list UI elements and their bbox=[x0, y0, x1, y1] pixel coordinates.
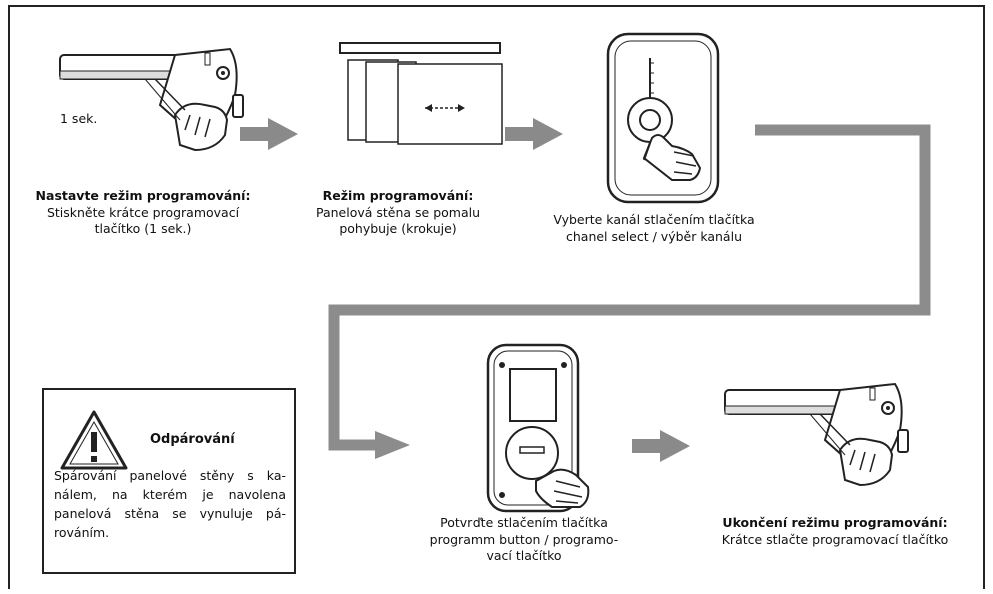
step2-text: Panelová stěna se pomalu pohybuje (kroku… bbox=[315, 204, 481, 237]
warning-text: Spárování panelové stěny s ka-nálem, na … bbox=[54, 468, 286, 540]
arrow-2 bbox=[505, 118, 563, 150]
step1-title: Nastavte režim programování: bbox=[35, 188, 251, 203]
connector-path bbox=[328, 124, 931, 451]
warning-title: Odpárování bbox=[150, 432, 235, 447]
step5-title: Ukončení režimu programování: bbox=[722, 515, 948, 530]
step5-device-illustration bbox=[724, 382, 909, 487]
diagram-frame bbox=[8, 5, 985, 589]
arrow-3 bbox=[632, 430, 690, 462]
step1-duration-label: 1 sek. bbox=[60, 111, 98, 126]
step5-caption: Ukončení režimu programování: Krátce stl… bbox=[700, 515, 970, 548]
step3-text: Vyberte kanál stlačením tlačítka chanel … bbox=[553, 212, 755, 244]
step2-panel-illustration bbox=[339, 42, 503, 145]
warning-triangle-icon bbox=[60, 410, 128, 470]
step2-caption: Režim programování: Panelová stěna se po… bbox=[298, 188, 498, 238]
step1-caption: Nastavte režim programování: Stiskněte k… bbox=[28, 188, 258, 238]
step5-text: Krátce stlačte programovací tlačítko bbox=[721, 531, 949, 547]
step4-caption: Potvrďte stlačením tlačítka programm but… bbox=[424, 515, 624, 565]
connector-arrowhead bbox=[375, 431, 410, 459]
step4-remote-illustration bbox=[486, 343, 590, 513]
step4-text: Potvrďte stlačením tlačítka programm but… bbox=[429, 515, 619, 563]
step1-device-illustration bbox=[59, 47, 244, 152]
step1-text: Stiskněte krátce programovací tlačítko (… bbox=[46, 204, 240, 237]
step3-caption: Vyberte kanál stlačením tlačítka chanel … bbox=[544, 212, 764, 245]
step2-title: Režim programování: bbox=[322, 188, 474, 203]
unpairing-warning-box: Odpárování Spárování panelové stěny s ka… bbox=[42, 388, 296, 574]
step3-remote-illustration bbox=[606, 32, 720, 204]
arrow-1 bbox=[240, 118, 298, 150]
